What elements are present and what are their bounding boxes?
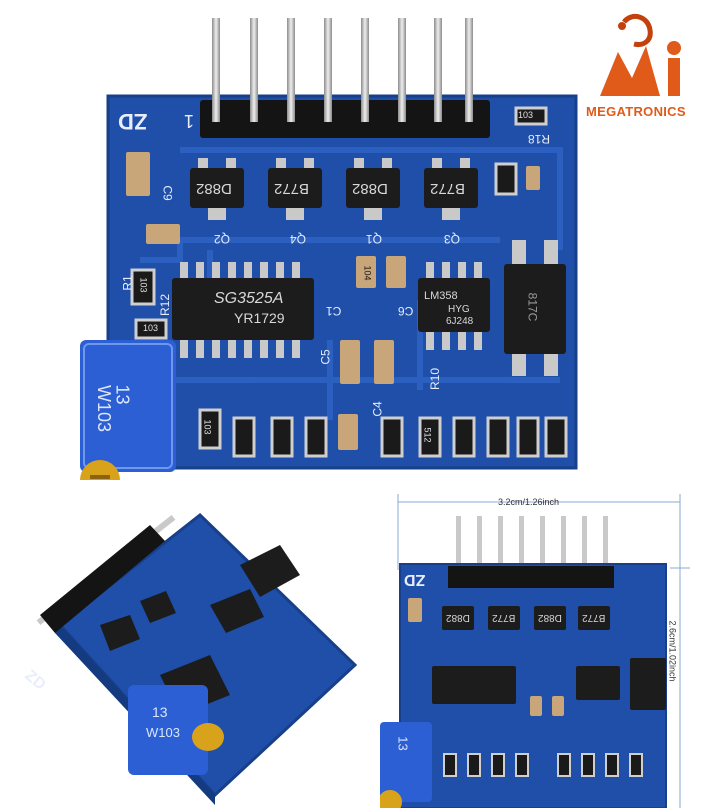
silk-c5: C5	[318, 349, 333, 365]
pot-label: 13	[112, 384, 133, 405]
silk-zd: ZD	[118, 109, 148, 134]
brand-name: MEGATRONICS	[586, 104, 686, 119]
dim-transistor-2: B772	[492, 612, 516, 623]
silk-pin1: 1	[184, 111, 195, 131]
dim-pot-label: 13	[395, 736, 411, 751]
resistor-code-1: 103	[518, 110, 534, 120]
ic-main-line1: SG3525A	[214, 290, 284, 307]
transistor-label-4: B772	[430, 180, 466, 197]
ic-opamp-line1: LM358	[424, 290, 458, 302]
optocoupler	[504, 264, 566, 354]
resistor-code-4: 103	[202, 419, 213, 435]
silk-c9: C9	[160, 185, 175, 201]
transistor-label-1: D882	[196, 180, 232, 197]
brand-logo	[600, 13, 681, 96]
silk-q3: Q3	[444, 232, 461, 246]
silk-c1: C1	[326, 304, 342, 318]
optocoupler-label: 817C	[525, 292, 540, 322]
angled-board-photo: 13 W103 ZD	[21, 513, 358, 805]
pin-header	[200, 100, 490, 138]
angled-pot-code: W103	[146, 725, 180, 740]
silk-q2: Q2	[214, 232, 231, 246]
angled-pot-label: 13	[152, 704, 168, 720]
silk-r10: R10	[428, 367, 443, 391]
ic-lm358	[418, 278, 490, 332]
ic-sg3525	[172, 278, 314, 340]
height-dimension-label: 2.6cm/1.02inch	[667, 620, 678, 682]
dim-transistor-3: D882	[538, 612, 562, 623]
dim-transistor-1: D882	[446, 612, 470, 623]
resistor-code-2: 103	[138, 277, 149, 293]
resistor-code-3: 103	[143, 323, 159, 333]
resistor-code-6: 512	[422, 427, 433, 443]
ic-opamp-line2: HYG	[448, 304, 470, 315]
transistor-label-2: B772	[274, 180, 310, 197]
pot-code: W103	[94, 384, 115, 433]
trim-pot	[80, 340, 176, 472]
silk-c4: C4	[370, 401, 385, 417]
dim-transistor-4: B772	[582, 612, 606, 623]
angled-silk-zd: ZD	[21, 667, 48, 694]
dimension-board-photo	[380, 494, 690, 808]
width-dimension-label: 3.2cm/1.26inch	[498, 497, 560, 507]
ic-opamp-line3: 6J248	[446, 316, 474, 327]
silk-r1: R1	[120, 275, 135, 291]
silk-q4: Q4	[290, 232, 307, 246]
main-board-photo	[80, 18, 578, 480]
silk-c6: C6	[398, 304, 414, 318]
ic-main-line2: YR1729	[234, 310, 285, 326]
silk-r12: R12	[158, 293, 173, 317]
silk-r18: R18	[528, 132, 551, 146]
transistor-label-3: D882	[352, 180, 388, 197]
resistor-code-5: 104	[362, 265, 373, 281]
dim-silk-zd: ZD	[404, 571, 426, 588]
silk-q1: Q1	[366, 232, 383, 246]
